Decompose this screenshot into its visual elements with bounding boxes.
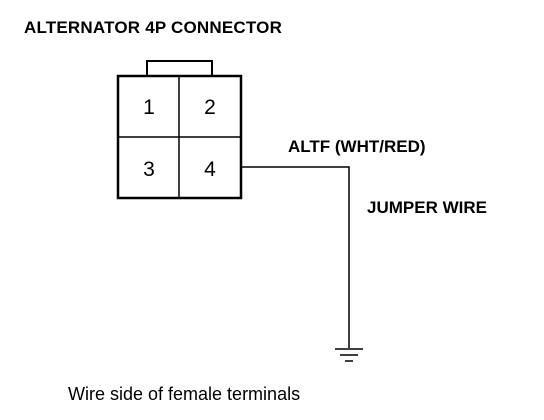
jumper-wire [241, 166, 350, 348]
pin-1-label: 1 [143, 96, 155, 119]
wire-color-label: ALTF (WHT/RED) [288, 137, 426, 156]
ground-icon [335, 348, 363, 362]
jumper-wire-label: JUMPER WIRE [367, 198, 487, 217]
pin-3-label: 3 [143, 158, 155, 181]
connector-latch [146, 60, 213, 76]
diagram-title: ALTERNATOR 4P CONNECTOR [24, 18, 283, 37]
pin-4-label: 4 [204, 158, 216, 181]
diagram-caption: Wire side of female terminals [68, 384, 301, 404]
pin-2-label: 2 [204, 96, 216, 119]
